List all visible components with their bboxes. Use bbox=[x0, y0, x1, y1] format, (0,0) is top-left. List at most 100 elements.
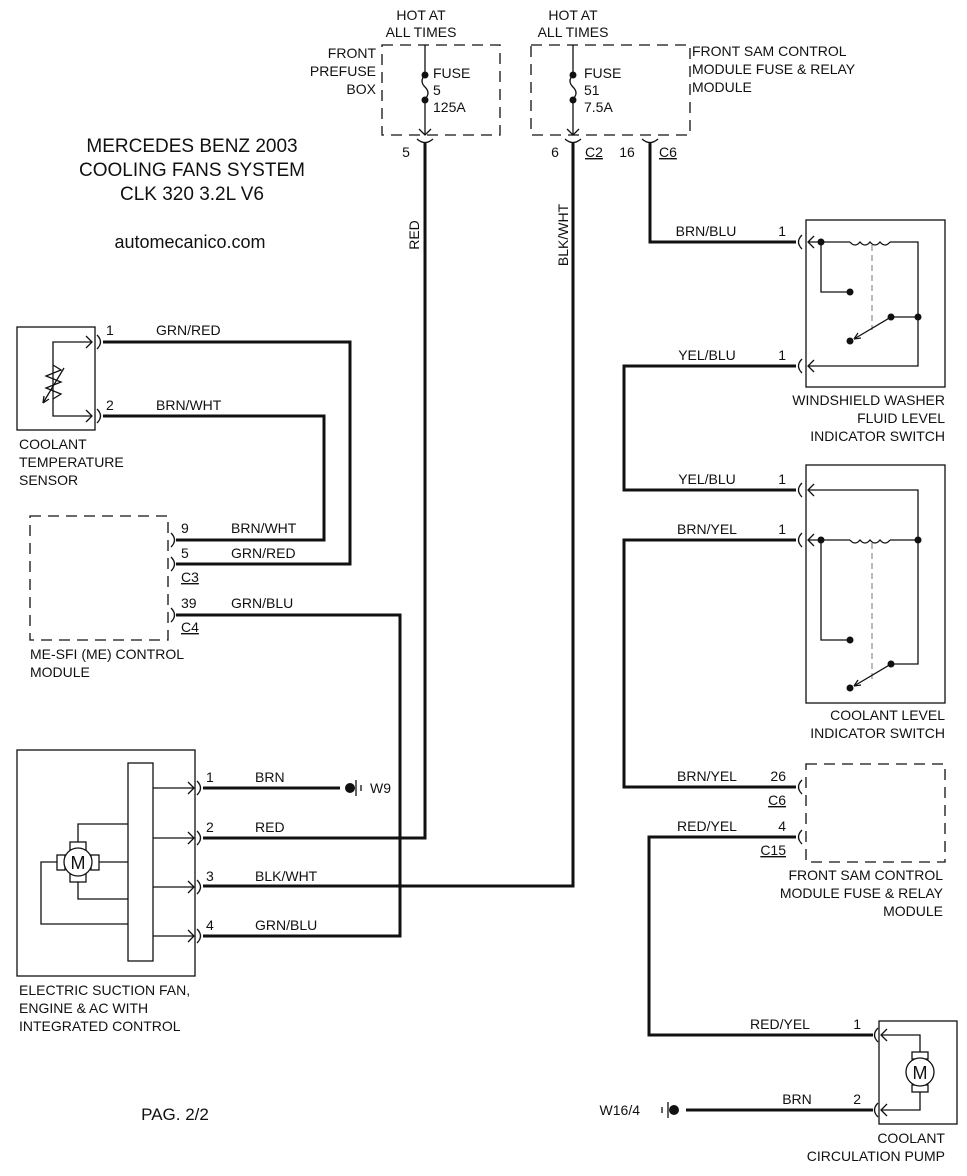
fan-name-1: ELECTRIC SUCTION FAN, bbox=[19, 982, 190, 998]
sam-top-connector-a: C2 bbox=[585, 144, 603, 160]
wire-brn-blu bbox=[648, 143, 796, 244]
wire-red-yel-label-2: RED/YEL bbox=[750, 1016, 810, 1032]
coolant-switch-name-2: INDICATOR SWITCH bbox=[810, 725, 945, 741]
pump-housing bbox=[878, 1020, 958, 1125]
washer-name-3: INDICATOR SWITCH bbox=[810, 428, 945, 444]
fan-pin-3: 3 bbox=[206, 868, 214, 884]
hot-label-2b: ALL TIMES bbox=[538, 24, 609, 40]
prefuse-pin: 5 bbox=[402, 144, 410, 160]
title-line-3: CLK 320 3.2L V6 bbox=[120, 184, 264, 205]
pump-motor-icon: M bbox=[905, 1051, 935, 1093]
wire-red bbox=[203, 143, 427, 840]
pump-pin-1: 1 bbox=[853, 1016, 861, 1032]
fuse-51-icon bbox=[569, 74, 577, 100]
me-wire-9: BRN/WHT bbox=[231, 520, 297, 536]
electric-suction-fan: M 1 BRN 2 RED 3 BLK/WHT 4 GRN/BLU W9 ELE… bbox=[16, 749, 391, 1034]
wire-yel-blu-label-2: YEL/BLU bbox=[678, 471, 736, 487]
front-sam-bottom: 26 C6 4 C15 FRONT SAM CONTROL MODULE FUS… bbox=[760, 763, 946, 919]
sensor-name-2: TEMPERATURE bbox=[19, 454, 124, 470]
me-connector-c4: C4 bbox=[181, 619, 199, 635]
me-pin-5: 5 bbox=[181, 545, 189, 561]
me-wire-5: GRN/RED bbox=[231, 545, 296, 561]
pump-name-1: COOLANT bbox=[877, 1130, 945, 1146]
fan-motor-label: M bbox=[71, 853, 86, 873]
sam-bottom-pin-b: 4 bbox=[778, 818, 786, 834]
wires: RED BLK/WHT BRN/BLU YEL/BLU YEL/BLU BRN/… bbox=[103, 143, 873, 1112]
wire-brn-blu-label: BRN/BLU bbox=[676, 223, 737, 239]
me-connector-c3: C3 bbox=[181, 569, 199, 585]
coolant-switch-name-1: COOLANT LEVEL bbox=[830, 707, 945, 723]
sam-top-connector-b: C6 bbox=[659, 144, 677, 160]
coolant-pin-bottom: 1 bbox=[778, 521, 786, 537]
fan-wire-4: GRN/BLU bbox=[255, 917, 317, 933]
fan-name-2: ENGINE & AC WITH bbox=[19, 1000, 148, 1016]
sam-top-name-3: MODULE bbox=[692, 79, 752, 95]
fan-control-unit bbox=[127, 762, 154, 962]
connector-icon bbox=[641, 138, 659, 144]
hot-label-1b: ALL TIMES bbox=[386, 24, 457, 40]
sensor-pin-2: 2 bbox=[106, 397, 114, 413]
title-line-2: COOLING FANS SYSTEM bbox=[79, 160, 305, 181]
pump-motor-label: M bbox=[913, 1063, 928, 1083]
ground-w16-4-icon bbox=[661, 1102, 679, 1118]
front-sam-top: HOT AT ALL TIMES FRONT SAM CONTROL MODUL… bbox=[530, 7, 856, 160]
coolant-temperature-sensor: 1 GRN/RED 2 BRN/WHT COOLANT TEMPERATURE … bbox=[16, 322, 222, 488]
wire-blk-wht bbox=[203, 143, 575, 888]
fan-pin-1: 1 bbox=[206, 769, 214, 785]
sam-top-pin-a: 6 bbox=[551, 144, 559, 160]
sam-top-name-2: MODULE FUSE & RELAY bbox=[692, 61, 856, 77]
page-number: PAG. 2/2 bbox=[141, 1105, 209, 1124]
washer-pin-top: 1 bbox=[778, 223, 786, 239]
sensor-wire-1: GRN/RED bbox=[156, 322, 221, 338]
prefuse-name-3: BOX bbox=[346, 81, 376, 97]
fan-pin-4: 4 bbox=[206, 917, 214, 933]
sensor-wire-2: BRN/WHT bbox=[156, 397, 222, 413]
sensor-pin-1: 1 bbox=[106, 322, 114, 338]
windshield-washer-switch: 1 1 WINDSHIELD WASHER FLUID LEVEL INDICA… bbox=[778, 219, 946, 444]
washer-switch-contact-icon bbox=[853, 316, 892, 340]
me-wire-39: GRN/BLU bbox=[231, 595, 293, 611]
sam-bottom-name-1: FRONT SAM CONTROL bbox=[788, 867, 943, 883]
fan-wire-3: BLK/WHT bbox=[255, 868, 318, 884]
me-name-1: ME-SFI (ME) CONTROL bbox=[30, 646, 184, 662]
sam-top-pin-b: 16 bbox=[619, 144, 635, 160]
sam-bottom-name-2: MODULE FUSE & RELAY bbox=[780, 885, 944, 901]
wire-brn-pump-label: BRN bbox=[782, 1091, 812, 1107]
thermistor-icon bbox=[44, 364, 63, 400]
wire-yel-blu bbox=[622, 364, 796, 492]
ground-w9-icon bbox=[345, 780, 362, 796]
sam-top-box-outline bbox=[530, 44, 691, 136]
fan-wire-2: RED bbox=[255, 819, 285, 835]
wire-brn-wht bbox=[103, 414, 326, 542]
washer-switch-housing bbox=[805, 219, 946, 388]
pump-name-2: CIRCULATION PUMP bbox=[807, 1148, 945, 1164]
connector-icon bbox=[564, 138, 582, 144]
coolant-pin-top: 1 bbox=[778, 471, 786, 487]
front-prefuse-box: HOT AT ALL TIMES FRONT PREFUSE BOX FUSE … bbox=[310, 7, 501, 160]
fan-motor-icon: M bbox=[56, 841, 100, 883]
me-pin-39: 39 bbox=[181, 595, 197, 611]
fuse-51-label: FUSE bbox=[584, 65, 621, 81]
washer-name-2: FLUID LEVEL bbox=[857, 410, 945, 426]
wire-grn-blu bbox=[176, 613, 402, 938]
fuse-5-label: FUSE bbox=[433, 65, 470, 81]
sam-bottom-connector-b: C15 bbox=[760, 842, 786, 858]
title-line-1: MERCEDES BENZ 2003 bbox=[86, 136, 297, 157]
sam-top-name-1: FRONT SAM CONTROL bbox=[692, 43, 847, 59]
prefuse-name-2: PREFUSE bbox=[310, 63, 376, 79]
ground-w16-4-label: W16/4 bbox=[600, 1102, 641, 1118]
sam-bottom-pin-a: 26 bbox=[770, 768, 786, 784]
coolant-switch-housing bbox=[805, 464, 946, 704]
sensor-name-1: COOLANT bbox=[19, 436, 87, 452]
me-sfi-outline bbox=[29, 515, 169, 641]
pump-pin-2: 2 bbox=[853, 1091, 861, 1107]
wire-grn-red bbox=[103, 340, 352, 566]
me-name-2: MODULE bbox=[30, 664, 90, 680]
fan-pin-2: 2 bbox=[206, 819, 214, 835]
coolant-switch-contact-icon bbox=[853, 663, 892, 687]
coolant-circulation-pump: M 1 2 W16/4 COOLANT CIRCULATION PUMP bbox=[600, 1016, 958, 1164]
fuse-5-number: 5 bbox=[433, 82, 441, 98]
wire-red-yel bbox=[647, 835, 873, 1037]
sam-bottom-name-3: MODULE bbox=[883, 903, 943, 919]
